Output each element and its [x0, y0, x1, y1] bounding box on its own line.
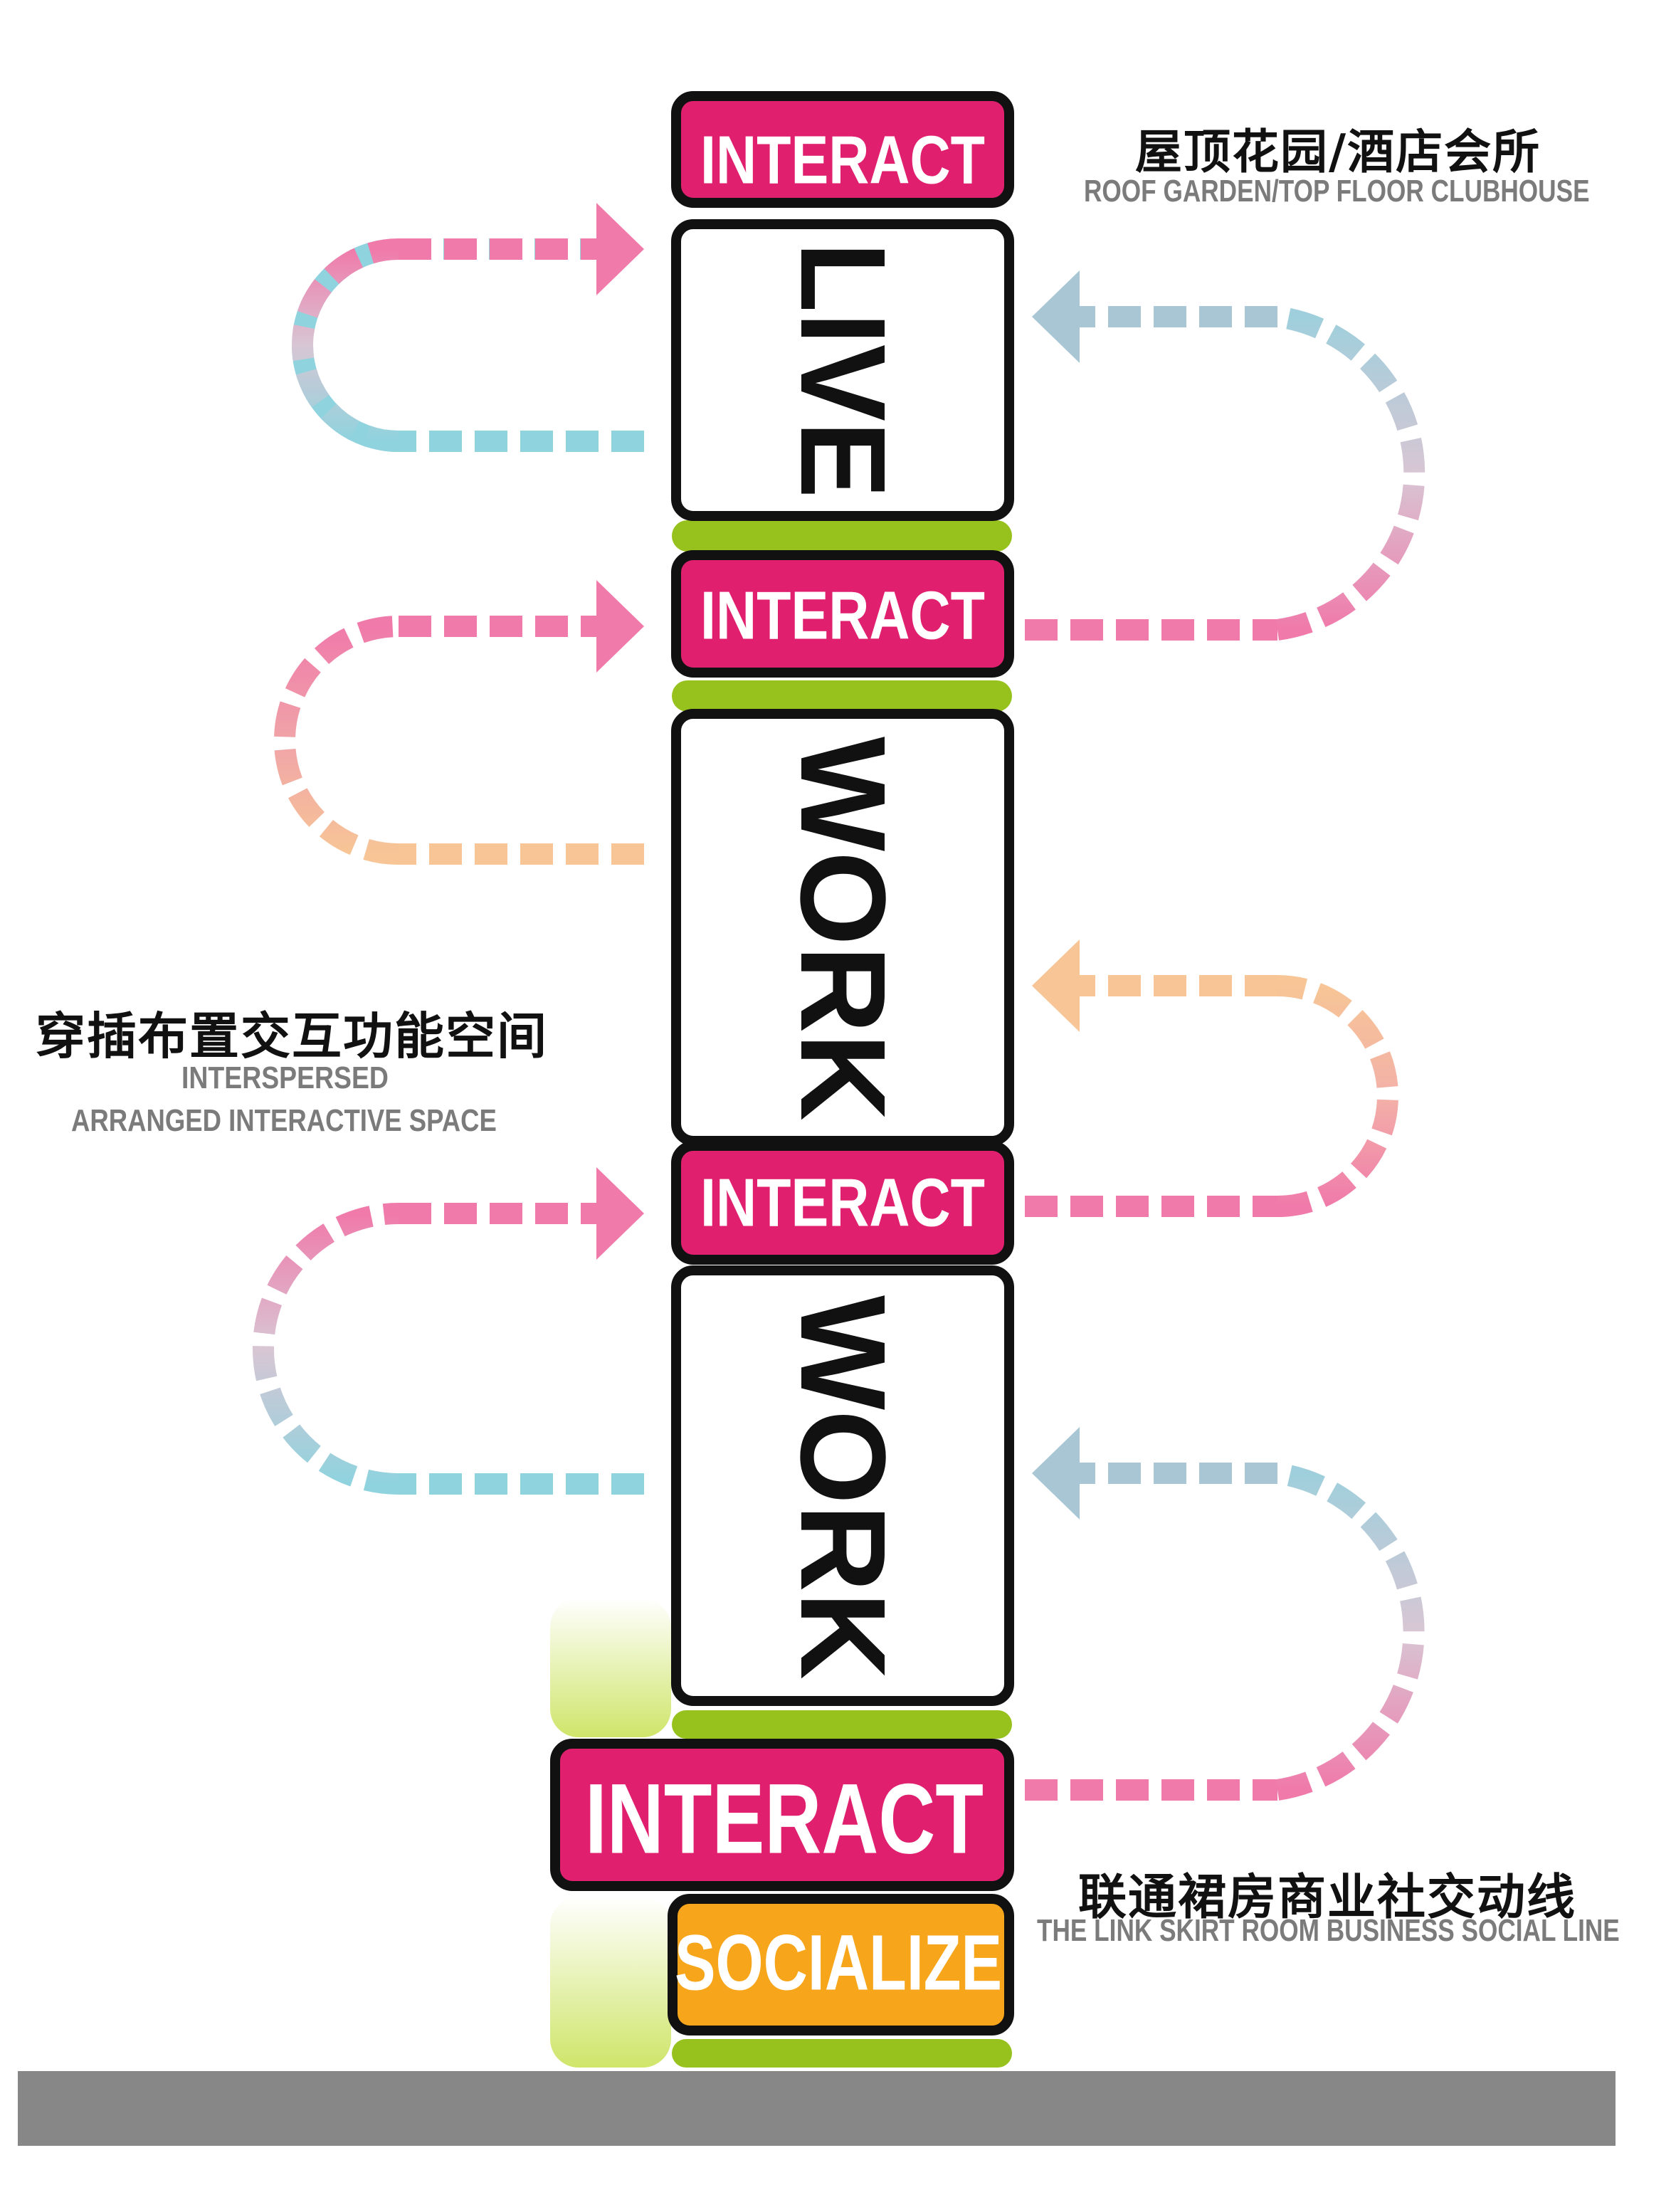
- work-block-2: WORK: [671, 1265, 1014, 1706]
- interspersed-annotation-cn: 穿插布置交互功能空间: [36, 1006, 548, 1065]
- block-label: INTERACT: [700, 578, 985, 654]
- arrow-head-right-icon: [596, 580, 644, 673]
- block-label: SOCIALIZE: [675, 1919, 1002, 2007]
- ground-bar: [18, 2071, 1616, 2146]
- flow-arrow-left-3: [253, 1203, 644, 1495]
- interact-block-4: INTERACT: [550, 1739, 1014, 1891]
- link-annotation-cn: 联通裙房商业社交动线: [1078, 1869, 1577, 1926]
- arrow-head-left-icon: [1032, 270, 1080, 363]
- block-label: LIVE: [775, 242, 910, 498]
- block-label: INTERACT: [585, 1763, 984, 1875]
- flow-arrow-right-2: [1025, 975, 1398, 1217]
- link-annotation-en: THE LINK SKIRT ROOM BUSINESS SOCIAL LINE: [1037, 1913, 1620, 1948]
- floor-slab: [672, 2039, 1012, 2068]
- interspersed-annotation-en-line1: INTERSPERSED: [181, 1060, 389, 1095]
- flow-arrow-left-2: [274, 616, 644, 865]
- floor-slab: [672, 1710, 1012, 1739]
- flow-arrow-left-1: [292, 238, 644, 452]
- block-label: INTERACT: [700, 1165, 985, 1241]
- block-label: WORK: [775, 737, 910, 1121]
- socialize-block: SOCIALIZE: [668, 1894, 1014, 2035]
- roof-annotation-en: ROOF GARDEN/TOP FLOOR CLUBHOUSE: [1084, 174, 1590, 209]
- podium-column-lower: [550, 1897, 671, 2068]
- block-label: INTERACT: [700, 122, 985, 199]
- work-block-1: WORK: [671, 709, 1014, 1146]
- block-label: WORK: [775, 1295, 910, 1680]
- floor-slabs: [672, 520, 1012, 2068]
- podium-shadow-columns: [550, 1599, 671, 2068]
- interact-block-2: INTERACT: [671, 550, 1014, 678]
- flow-arrow-right-1: [1025, 306, 1425, 641]
- arrow-head-right-icon: [596, 1167, 644, 1260]
- interact-block-3: INTERACT: [671, 1141, 1014, 1265]
- flow-arrow-right-3: [1025, 1463, 1425, 1801]
- interact-block-1: INTERACT: [671, 91, 1014, 208]
- arrow-head-left-icon: [1032, 939, 1080, 1032]
- arrow-head-right-icon: [596, 203, 644, 295]
- floor-slab: [672, 680, 1012, 712]
- interspersed-annotation-en-line2: ARRANGED INTERACTIVE SPACE: [71, 1103, 497, 1138]
- roof-annotation-cn: 屋顶花园/酒店会所: [1135, 124, 1541, 179]
- live-block: LIVE: [671, 219, 1014, 521]
- podium-column-upper: [550, 1599, 671, 1737]
- arrow-head-left-icon: [1032, 1427, 1080, 1520]
- floor-slab: [672, 520, 1012, 552]
